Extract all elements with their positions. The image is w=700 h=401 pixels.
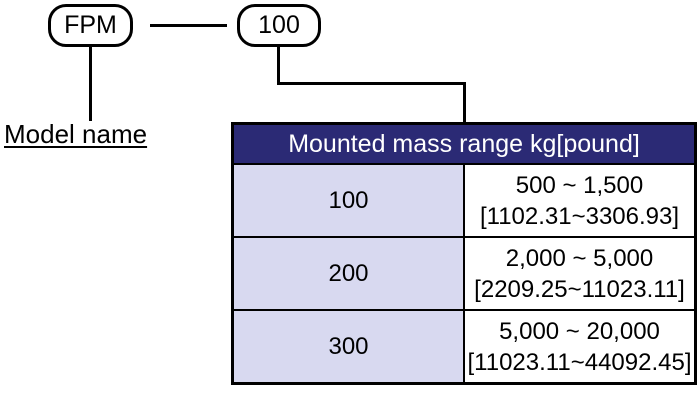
mass-range-cell: 2,000 ~ 5,000 [2209.25~11023.11] bbox=[463, 236, 697, 311]
table-row: 200 2,000 ~ 5,000 [2209.25~11023.11] bbox=[231, 236, 697, 311]
table-row: 300 5,000 ~ 20,000 [11023.11~44092.45] bbox=[231, 309, 697, 385]
model-code-cell: 200 bbox=[231, 236, 465, 311]
model-code-cell: 100 bbox=[231, 163, 465, 238]
mass-range-cell: 5,000 ~ 20,000 [11023.11~44092.45] bbox=[463, 309, 697, 385]
model-name-label: Model name bbox=[4, 119, 148, 149]
model-name-pill: FPM bbox=[48, 4, 133, 47]
code-connector-vertical-top bbox=[277, 47, 280, 85]
mass-range-kg: 2,000 ~ 5,000 bbox=[505, 244, 654, 272]
table-header: Mounted mass range kg[pound] bbox=[231, 122, 697, 165]
mass-range-pound: [2209.25~11023.11] bbox=[474, 275, 685, 303]
model-name-pointer-line bbox=[89, 47, 92, 121]
mounted-mass-range-table: Mounted mass range kg[pound] 100 500 ~ 1… bbox=[231, 122, 697, 385]
mass-range-pound: [11023.11~44092.45] bbox=[467, 348, 692, 376]
model-code-cell: 300 bbox=[231, 309, 465, 385]
mass-range-cell: 500 ~ 1,500 [1102.31~3306.93] bbox=[463, 163, 697, 238]
code-connector-horizontal bbox=[277, 82, 466, 85]
table-header-row: Mounted mass range kg[pound] bbox=[231, 122, 697, 165]
code-connector-vertical-bottom bbox=[463, 82, 466, 122]
model-code-pill: 100 bbox=[237, 4, 321, 47]
pill-to-pill-connector-line bbox=[150, 24, 227, 27]
mass-range-kg: 500 ~ 1,500 bbox=[515, 171, 644, 199]
table-row: 100 500 ~ 1,500 [1102.31~3306.93] bbox=[231, 163, 697, 238]
model-code-pill-label: 100 bbox=[258, 11, 300, 39]
mass-range-pound: [1102.31~3306.93] bbox=[479, 202, 680, 230]
mass-range-kg: 5,000 ~ 20,000 bbox=[499, 317, 660, 345]
model-name-pill-label: FPM bbox=[64, 11, 117, 39]
